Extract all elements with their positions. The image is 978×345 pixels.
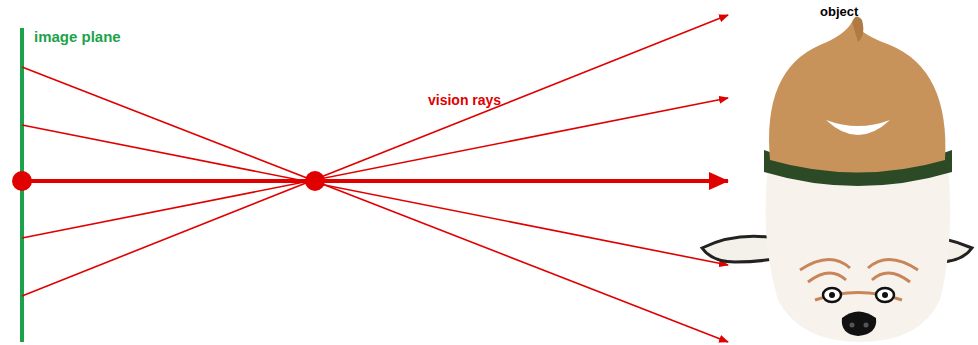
image-center-dot: [12, 171, 32, 191]
rays-label: vision rays: [428, 92, 501, 108]
vision-rays: [22, 15, 728, 342]
pinhole-dot: [305, 171, 325, 191]
plane-label: image plane: [34, 28, 121, 45]
object-label: object: [820, 4, 858, 19]
object-figure: [702, 16, 972, 342]
